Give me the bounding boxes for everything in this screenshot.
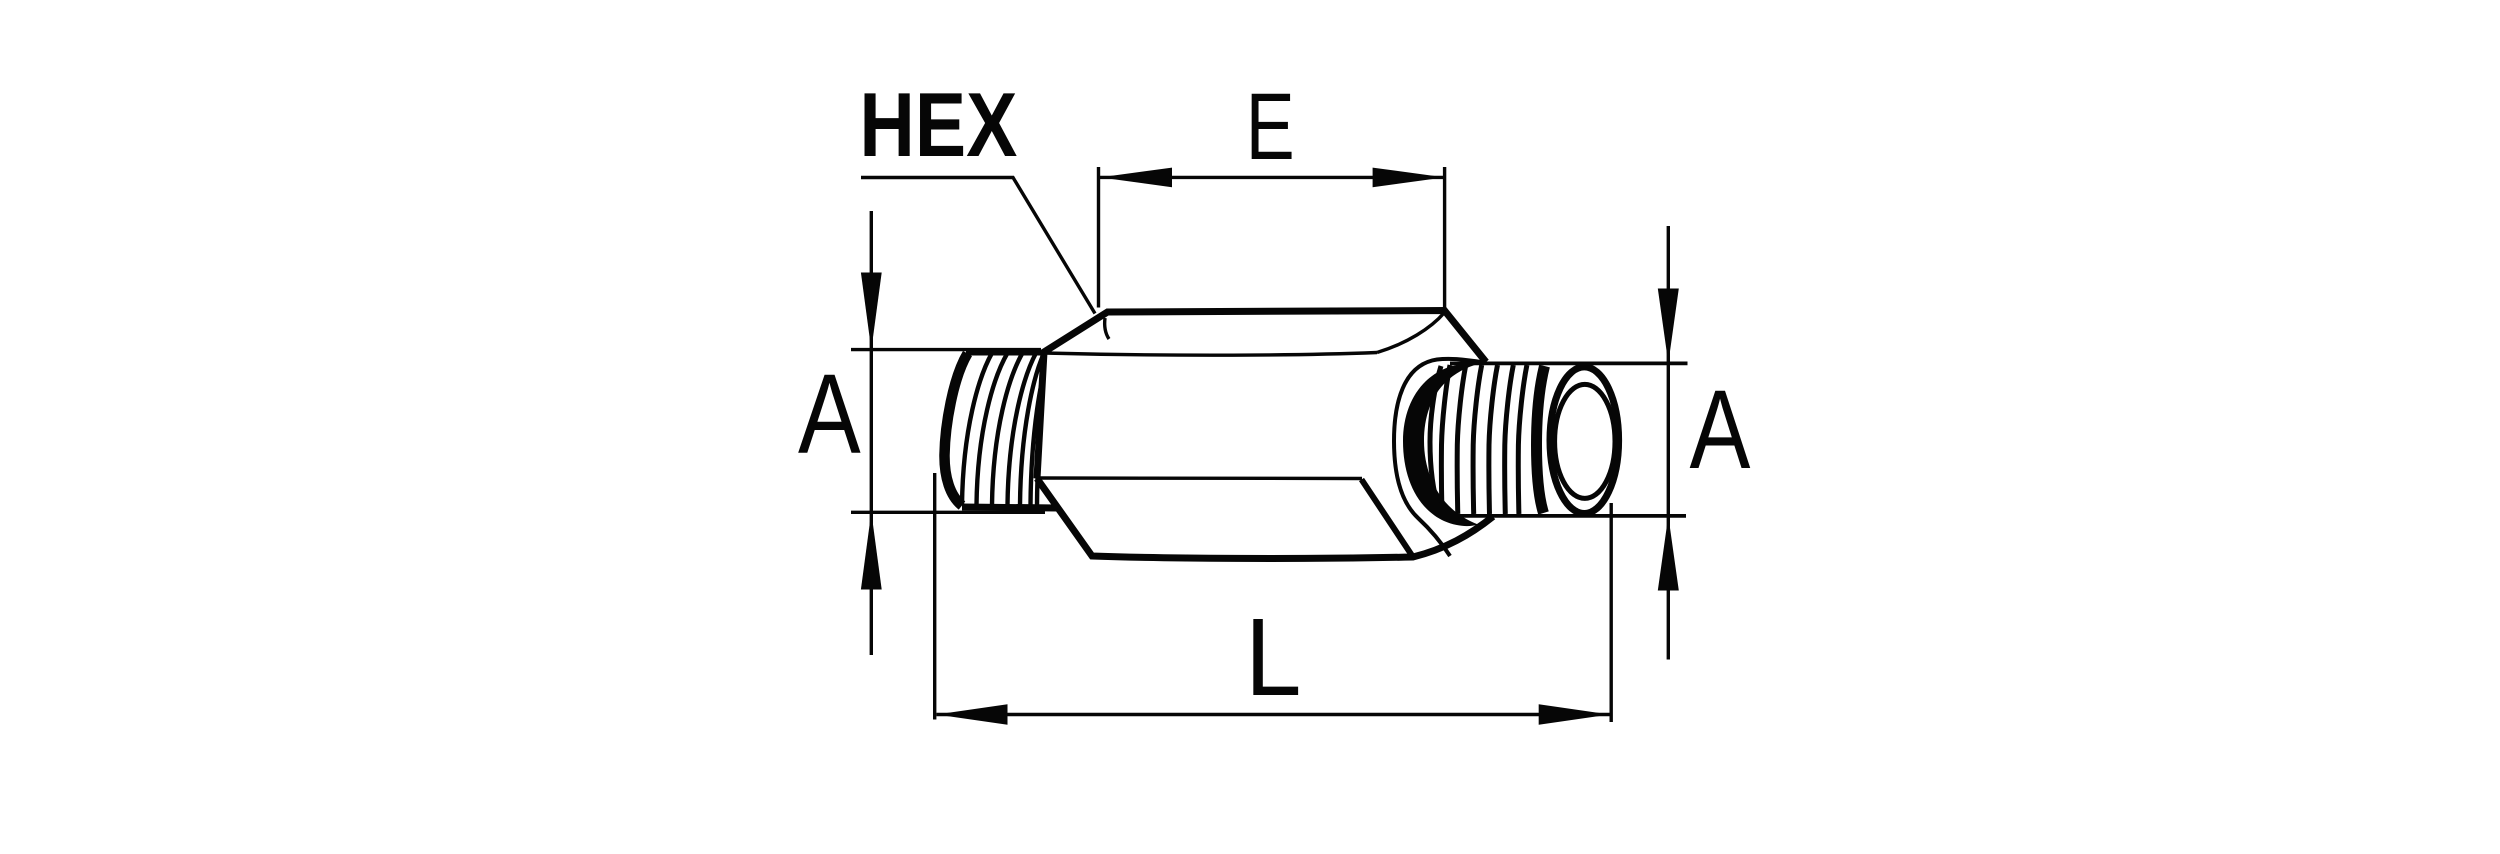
svg-text:A: A (798, 351, 861, 477)
svg-text:HEX: HEX (859, 75, 1017, 176)
svg-text:E: E (1246, 74, 1295, 180)
svg-text:A: A (1690, 367, 1751, 492)
svg-text:L: L (1245, 596, 1302, 719)
